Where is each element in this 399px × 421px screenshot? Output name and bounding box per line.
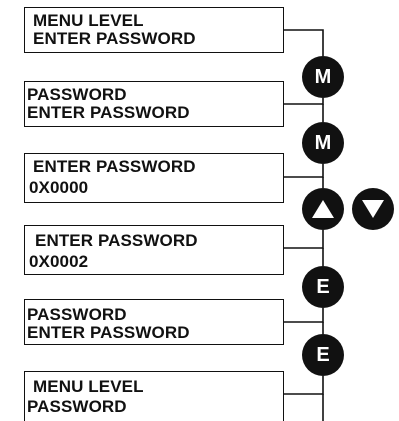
screen-line-1: PASSWORD	[27, 305, 127, 324]
screen-line-2: ENTER PASSWORD	[27, 103, 190, 122]
enter-key-e-2[interactable]: E	[302, 334, 344, 376]
display-screen-menu-level-password: MENU LEVEL PASSWORD	[24, 371, 284, 421]
screen-line-1: ENTER PASSWORD	[35, 231, 198, 250]
screen-line-2: 0X0000	[29, 178, 89, 197]
display-screen-password: PASSWORD ENTER PASSWORD	[24, 81, 284, 127]
screen-line-1: MENU LEVEL	[33, 11, 144, 30]
screen-line-2: 0X0002	[29, 252, 89, 271]
display-screen-enter-password: ENTER PASSWORD 0X0000	[24, 153, 284, 203]
screen-line-2: PASSWORD	[27, 397, 127, 416]
display-screen-password-confirmed: PASSWORD ENTER PASSWORD	[24, 299, 284, 345]
screen-line-2: ENTER PASSWORD	[33, 29, 196, 48]
down-key[interactable]	[352, 188, 394, 230]
up-key[interactable]	[302, 188, 344, 230]
screen-line-1: PASSWORD	[27, 85, 127, 104]
screen-line-2: ENTER PASSWORD	[27, 323, 190, 342]
screen-line-1: ENTER PASSWORD	[33, 157, 196, 176]
screen-line-1: MENU LEVEL	[33, 377, 144, 396]
down-triangle-icon	[362, 200, 384, 218]
menu-key-m-1[interactable]: M	[302, 56, 344, 98]
enter-key-e-1[interactable]: E	[302, 266, 344, 308]
up-triangle-icon	[312, 200, 334, 218]
display-screen-menu-level: MENU LEVEL ENTER PASSWORD	[24, 7, 284, 53]
display-screen-enter-password-edited: ENTER PASSWORD 0X0002	[24, 225, 284, 275]
menu-key-m-2[interactable]: M	[302, 122, 344, 164]
